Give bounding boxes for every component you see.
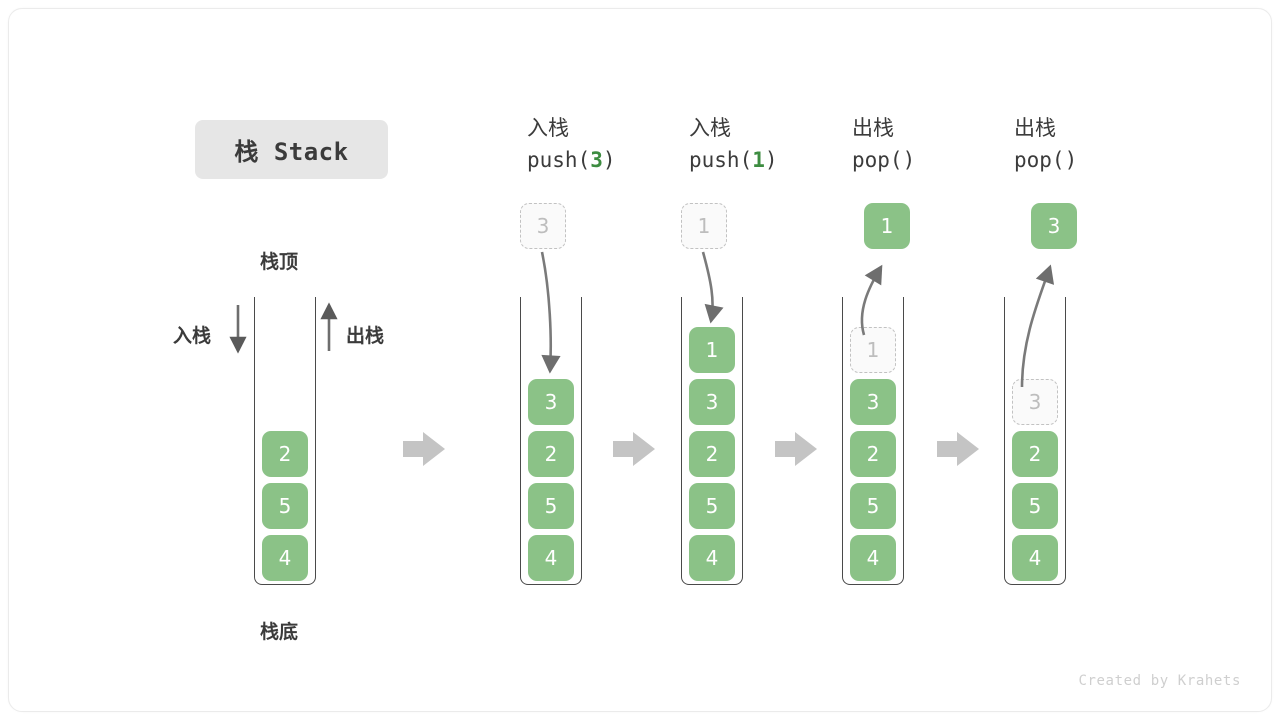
- step-arrow-3: [775, 432, 817, 466]
- column-header-pop-1: 出栈 pop(): [852, 114, 1022, 176]
- stack-top-label: 栈顶: [260, 252, 299, 273]
- push-argument: 1: [752, 148, 765, 172]
- incoming-cell-3: 3: [520, 203, 566, 249]
- column-header-line2: pop(): [852, 148, 916, 172]
- step-arrow-4: [937, 432, 979, 466]
- push-side-label: 入栈: [173, 326, 212, 347]
- watermark: Created by Krahets: [1078, 673, 1241, 689]
- stack-items: 1 3 2 5 4: [681, 321, 743, 581]
- stack-container: [254, 297, 316, 585]
- cell-value: 4: [278, 546, 292, 570]
- column-header-line1: 入栈: [689, 117, 731, 140]
- stack-cell: 4: [528, 535, 574, 581]
- cell-value: 3: [866, 390, 880, 414]
- stack-cell: 2: [689, 431, 735, 477]
- stack-column-push-3: 3 2 5 4: [520, 297, 582, 585]
- cell-value: 3: [544, 390, 558, 414]
- step-arrow-2: [613, 432, 655, 466]
- stack-cell: 2: [1012, 431, 1058, 477]
- cell-value: 4: [1028, 546, 1042, 570]
- cell-value: 2: [278, 442, 292, 466]
- stack-container: [681, 297, 743, 585]
- stack-cell: 5: [262, 483, 308, 529]
- cell-value: 5: [866, 494, 880, 518]
- stack-cell: 5: [1012, 483, 1058, 529]
- stack-column-pop-2: 3 2 5 4: [1004, 297, 1066, 585]
- cell-value: 5: [1028, 494, 1042, 518]
- title-badge-label: 栈 Stack: [234, 138, 349, 166]
- diagram-card: 栈 Stack 入栈 push(3) 入栈 push(1) 出栈 pop() 出…: [8, 8, 1272, 712]
- cell-value: 4: [705, 546, 719, 570]
- stack-items: 3 2 5 4: [1004, 373, 1066, 581]
- cell-value: 2: [705, 442, 719, 466]
- cell-value: 4: [544, 546, 558, 570]
- stack-container: [520, 297, 582, 585]
- cell-value: 1: [705, 338, 719, 362]
- column-header-line1: 出栈: [1014, 117, 1056, 140]
- stack-cell: 1: [689, 327, 735, 373]
- stack-container: [1004, 297, 1066, 585]
- stack-cell: 4: [262, 535, 308, 581]
- stack-cell: 5: [850, 483, 896, 529]
- stack-cell: 2: [850, 431, 896, 477]
- stack-cell: 1: [850, 327, 896, 373]
- push-argument: 3: [590, 148, 603, 172]
- column-header-push-1: 入栈 push(1): [689, 114, 859, 176]
- cell-value: 2: [544, 442, 558, 466]
- cell-value: 5: [278, 494, 292, 518]
- cell-value: 2: [1028, 442, 1042, 466]
- column-header-line2: pop(): [1014, 148, 1078, 172]
- incoming-cell-1: 1: [681, 203, 727, 249]
- pop-side-label: 出栈: [346, 326, 385, 347]
- cell-value: 1: [697, 214, 711, 238]
- stack-items: 1 3 2 5 4: [842, 321, 904, 581]
- cell-value: 4: [866, 546, 880, 570]
- stack-cell: 3: [1012, 379, 1058, 425]
- cell-value: 3: [1028, 390, 1042, 414]
- stack-cell: 2: [262, 431, 308, 477]
- stack-cell: 3: [689, 379, 735, 425]
- cell-value: 3: [705, 390, 719, 414]
- cell-value: 5: [544, 494, 558, 518]
- popped-cell-3: 3: [1031, 203, 1077, 249]
- stack-cell: 4: [689, 535, 735, 581]
- stack-cell: 3: [528, 379, 574, 425]
- column-header-line1: 出栈: [852, 117, 894, 140]
- cell-value: 2: [866, 442, 880, 466]
- stack-container: [842, 297, 904, 585]
- stack-items: 3 2 5 4: [520, 373, 582, 581]
- stack-items: 2 5 4: [254, 425, 316, 581]
- stack-column-initial: 2 5 4: [254, 297, 316, 585]
- title-badge: 栈 Stack: [195, 120, 388, 179]
- column-header-line2: push(3): [527, 148, 616, 172]
- cell-value: 3: [536, 214, 550, 238]
- column-header-push-3: 入栈 push(3): [527, 114, 697, 176]
- stack-column-push-1: 1 3 2 5 4: [681, 297, 743, 585]
- cell-value: 1: [880, 214, 894, 238]
- stack-cell: 5: [528, 483, 574, 529]
- stack-cell: 4: [1012, 535, 1058, 581]
- popped-cell-1: 1: [864, 203, 910, 249]
- column-header-line1: 入栈: [527, 117, 569, 140]
- cell-value: 1: [866, 338, 880, 362]
- cell-value: 5: [705, 494, 719, 518]
- column-header-pop-2: 出栈 pop(): [1014, 114, 1184, 176]
- step-arrow-1: [403, 432, 445, 466]
- cell-value: 3: [1047, 214, 1061, 238]
- stack-cell: 3: [850, 379, 896, 425]
- column-header-line2: push(1): [689, 148, 778, 172]
- stack-column-pop-1: 1 3 2 5 4: [842, 297, 904, 585]
- stack-cell: 5: [689, 483, 735, 529]
- stack-cell: 4: [850, 535, 896, 581]
- stack-bottom-label: 栈底: [260, 622, 299, 643]
- stack-cell: 2: [528, 431, 574, 477]
